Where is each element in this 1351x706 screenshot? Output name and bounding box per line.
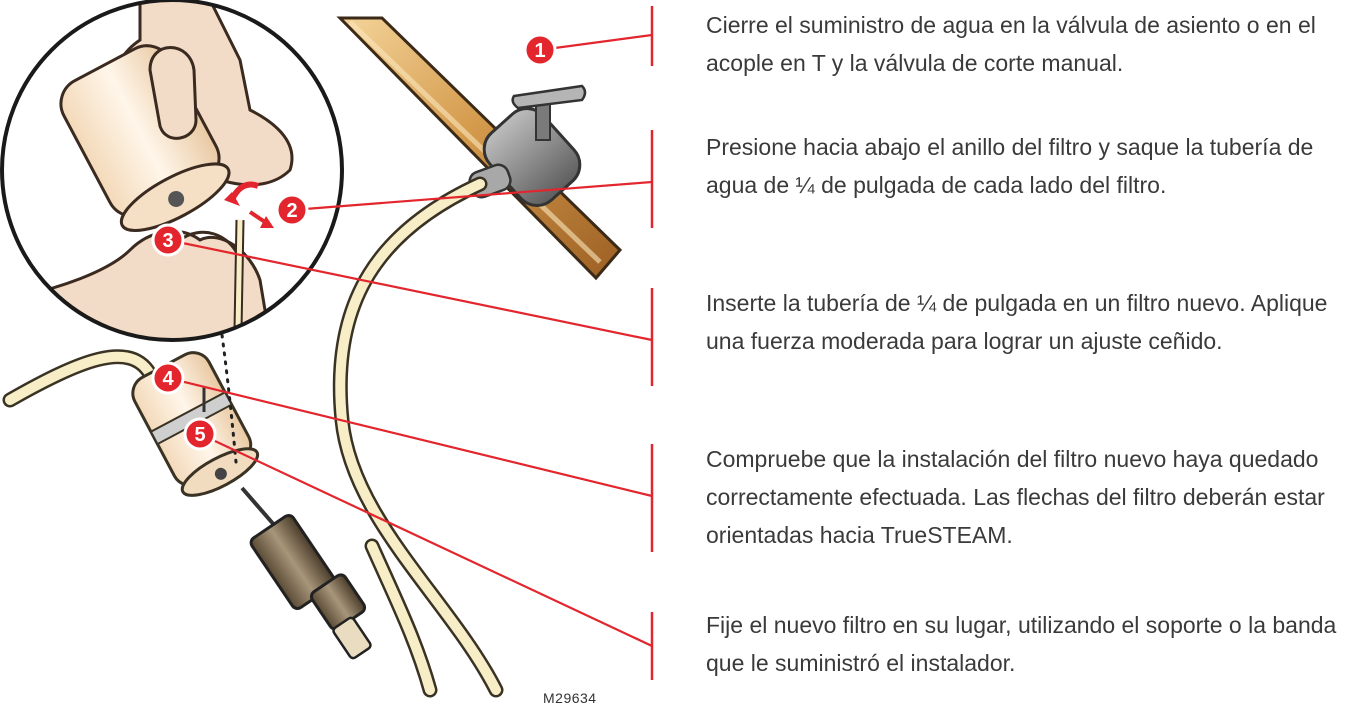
step-4-text: Compruebe que la instalación del filtro … [706, 446, 1325, 548]
step-2-text: Presione hacia abajo el anillo del filtr… [706, 134, 1314, 198]
step-3-text: Inserte la tubería de ¼ de pulgada en un… [706, 290, 1328, 354]
detail-leader-dots [220, 333, 238, 464]
svg-text:3: 3 [162, 230, 173, 252]
svg-text:5: 5 [194, 424, 205, 446]
step-5-text: Fije el nuevo filtro en su lugar, utiliz… [706, 612, 1337, 676]
svg-text:2: 2 [286, 200, 297, 222]
copper-pipe [336, 16, 623, 281]
step-1-text: Cierre el suministro de agua en la válvu… [706, 12, 1316, 76]
svg-text:4: 4 [162, 368, 174, 390]
detail-circle [0, 0, 344, 342]
step-badge-1: 1 [523, 33, 557, 67]
step-badge-5: 5 [183, 417, 217, 451]
filter-replacement-illustration: 1 2 3 4 5 [0, 0, 654, 698]
step-badge-3: 3 [151, 223, 185, 257]
callout-lines [167, 33, 653, 647]
step-badge-4: 4 [151, 361, 185, 395]
svg-text:1: 1 [534, 40, 545, 62]
step-badge-2: 2 [275, 193, 309, 227]
figure-code: M29634 [543, 690, 597, 706]
